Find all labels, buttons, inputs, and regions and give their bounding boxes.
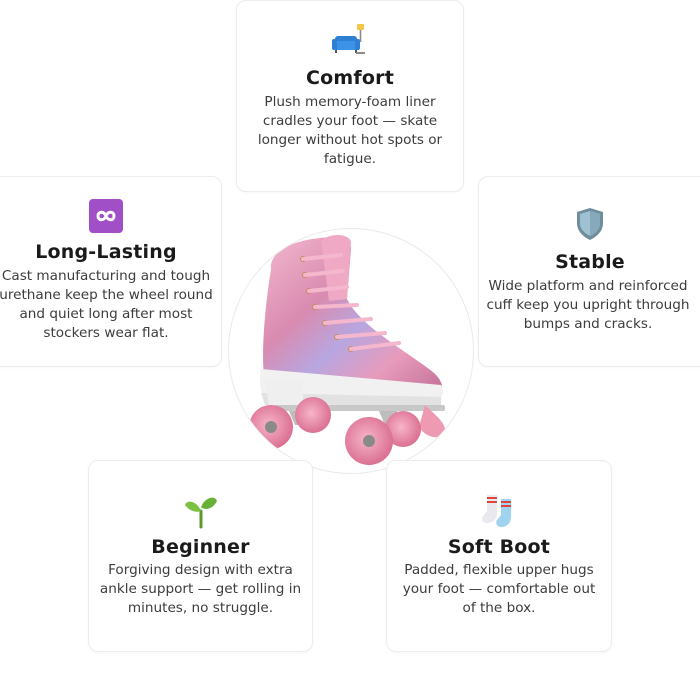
feature-card-stable: Stable Wide platform and reinforced cuff…	[478, 176, 700, 367]
feature-title-comfort: Comfort	[306, 67, 394, 89]
infinity-icon	[0, 197, 221, 235]
feature-title-soft-boot: Soft Boot	[447, 536, 551, 558]
feature-card-long-lasting: Long-Lasting Cast manufacturing and toug…	[0, 176, 222, 367]
feature-description-comfort: Plush memory-foam liner cradles your foo…	[257, 94, 443, 167]
feature-card-beginner: Beginner Forgiving design with extra ank…	[88, 460, 313, 652]
shield-icon	[479, 207, 700, 241]
roller-skate-illustration	[249, 235, 446, 465]
feature-card-soft-boot: Soft Boot Padded, flexible upper hugs yo…	[386, 460, 612, 652]
feature-title-long-lasting: Long-Lasting	[35, 241, 177, 263]
product-image	[228, 228, 474, 474]
feature-card-comfort: Comfort Plush memory-foam liner cradles …	[236, 0, 464, 192]
couch-and-lamp-icon	[237, 21, 463, 59]
feature-title-beginner: Beginner	[151, 536, 250, 558]
seedling-icon	[89, 493, 312, 529]
feature-description-stable: Wide platform and reinforced cuff keep y…	[486, 278, 690, 332]
socks-icon	[387, 493, 611, 529]
feature-description-beginner: Forgiving design with extra ankle suppor…	[99, 562, 302, 616]
feature-title-stable: Stable	[555, 251, 625, 273]
feature-description-long-lasting: Cast manufacturing and tough urethane ke…	[0, 268, 213, 341]
feature-description-soft-boot: Padded, flexible upper hugs your foot — …	[402, 562, 596, 616]
